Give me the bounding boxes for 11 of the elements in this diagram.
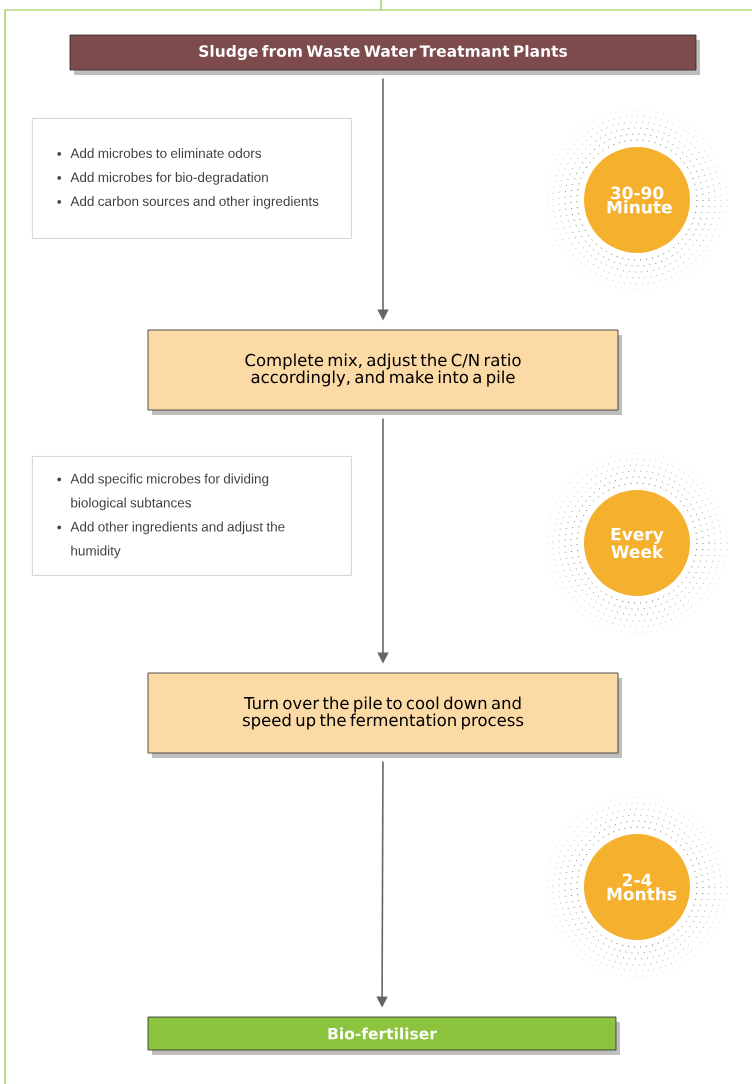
title-banner: Sludge from Waste Water Treatmant Plants: [69, 34, 700, 75]
process-box: Complete mix, adjust the C/N ratio accordingly, and make into a pile: [147, 329, 622, 415]
bullet-item: Add carbon sources and other ingredients: [57, 196, 319, 209]
process-box: Turn over the pile to cool down and speed up the fermentation process: [147, 672, 622, 758]
bullet-item: Add specific microbes for dividing biological subtances: [57, 473, 269, 511]
result-banner: Bio-fertiliser: [147, 1016, 620, 1055]
bullet-item: Add microbes to eliminate odors: [57, 148, 262, 159]
bullet-item: Add other ingredients and adjust the humidity: [57, 521, 285, 559]
note-box: [32, 456, 352, 576]
bullet-item: Add microbes for bio-degradation: [57, 172, 268, 185]
note-box: [32, 118, 352, 239]
